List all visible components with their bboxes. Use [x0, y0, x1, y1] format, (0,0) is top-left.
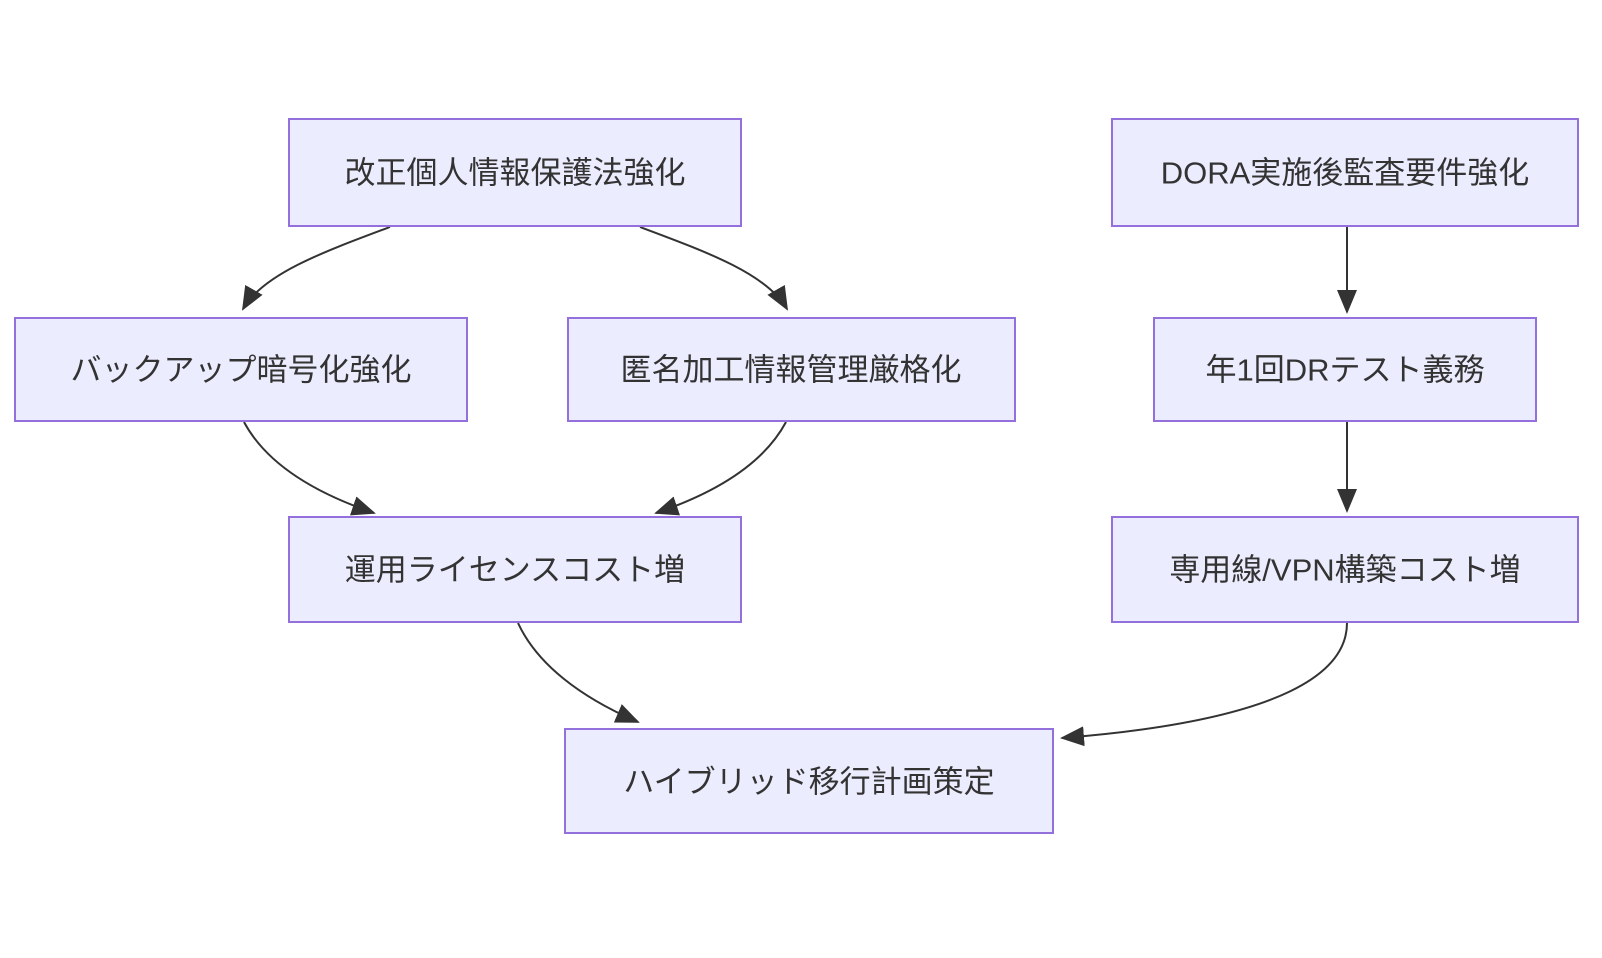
node-revised-appi-label: 改正個人情報保護法強化 — [345, 156, 686, 191]
node-hybrid-plan: ハイブリッド移行計画策定 — [564, 728, 1054, 834]
node-layer: 改正個人情報保護法強化 DORA実施後監査要件強化 バックアップ暗号化強化 匿名… — [14, 118, 1579, 834]
edge-appi-to-anonymized — [639, 226, 788, 311]
node-dora-audit-box — [1111, 118, 1579, 227]
node-anonymized-data-box — [567, 317, 1016, 422]
node-anonymized-data-label: 匿名加工情報管理厳格化 — [621, 353, 962, 388]
node-revised-appi-box — [288, 118, 742, 227]
node-hybrid-plan-label: ハイブリッド移行計画策定 — [623, 765, 994, 800]
edge-license-to-hybrid — [517, 622, 640, 723]
edge-anonymized-to-license — [654, 421, 787, 516]
node-license-cost: 運用ライセンスコスト増 — [288, 516, 742, 623]
node-dora-audit: DORA実施後監査要件強化 — [1111, 118, 1579, 227]
node-dr-test-box — [1153, 317, 1537, 422]
edge-vpn-to-hybrid — [1060, 622, 1348, 747]
node-vpn-cost-box — [1111, 516, 1579, 623]
node-dr-test-label: 年1回DRテスト義務 — [1205, 353, 1484, 388]
edge-layer — [242, 226, 1357, 747]
node-backup-encryption: バックアップ暗号化強化 — [14, 317, 468, 422]
node-dr-test: 年1回DRテスト義務 — [1153, 317, 1537, 422]
node-backup-encryption-label: バックアップ暗号化強化 — [71, 353, 412, 388]
edge-backup-to-license — [243, 421, 376, 516]
node-backup-encryption-box — [14, 317, 468, 422]
node-license-cost-box — [288, 516, 742, 623]
node-anonymized-data: 匿名加工情報管理厳格化 — [567, 317, 1016, 422]
edge-appi-to-backup — [242, 226, 391, 311]
node-dora-audit-label: DORA実施後監査要件強化 — [1161, 156, 1530, 191]
node-revised-appi: 改正個人情報保護法強化 — [288, 118, 742, 227]
node-license-cost-label: 運用ライセンスコスト増 — [345, 553, 685, 588]
node-vpn-cost: 専用線/VPN構築コスト増 — [1111, 516, 1579, 623]
node-hybrid-plan-box — [564, 728, 1054, 834]
node-vpn-cost-label: 専用線/VPN構築コスト増 — [1169, 553, 1520, 588]
